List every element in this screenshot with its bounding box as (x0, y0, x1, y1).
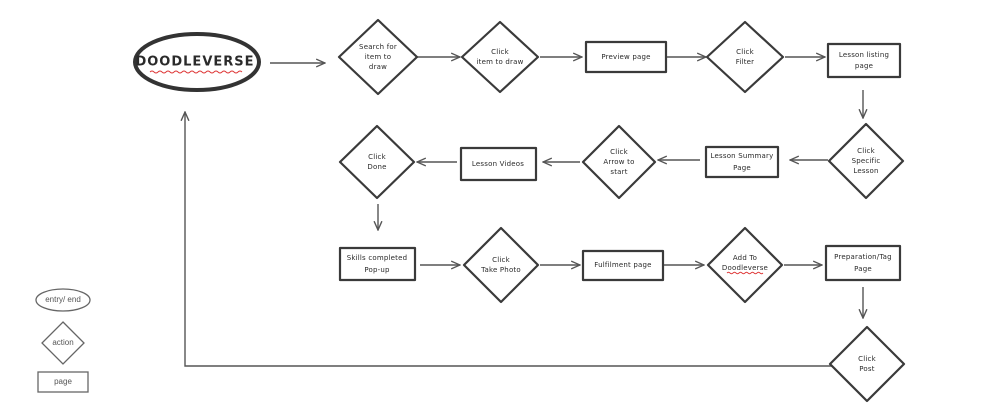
legend-action: action (41, 321, 85, 365)
svg-text:Done: Done (367, 163, 386, 171)
node-label: Lesson (853, 167, 878, 175)
node-click-arrow-to-start: Click Arrow to start (581, 124, 657, 200)
svg-text:Click: Click (857, 147, 875, 155)
node-label: Page (854, 265, 872, 273)
node-label: Click (368, 153, 386, 161)
node-search-for-item: Search for item to draw (337, 18, 419, 96)
node-click-take-photo: Click Take Photo (462, 226, 540, 304)
svg-text:Page: Page (733, 164, 751, 172)
node-label: Lesson Summary (711, 152, 774, 160)
svg-text:Doodleverse: Doodleverse (722, 264, 768, 272)
node-label: Click (610, 148, 628, 156)
node-add-to-doodleverse: Add To Doodleverse (706, 226, 784, 304)
svg-text:Search for: Search for (359, 43, 397, 51)
node-lesson-summary-page: Lesson Summary Page (704, 145, 780, 179)
node-label: Preparation/Tag (834, 253, 892, 261)
start-node: DOODLEVERSE (133, 32, 261, 92)
svg-text:Preparation/Tag: Preparation/Tag (834, 253, 892, 261)
legend-entry-label: entry/ end (45, 295, 81, 304)
node-label: Skills completed (347, 254, 408, 262)
node-label: Done (367, 163, 386, 171)
node-preparation-tag-page: Preparation/Tag Page (824, 244, 902, 282)
node-label: Click (492, 256, 510, 264)
legend-page: page (37, 371, 89, 393)
svg-text:Lesson: Lesson (853, 167, 878, 175)
start-label: DOODLEVERSE (135, 55, 254, 70)
svg-text:Click: Click (492, 256, 510, 264)
node-label: Fulfilment page (594, 261, 651, 269)
node-label: Preview page (601, 53, 650, 61)
svg-text:Take Photo: Take Photo (480, 266, 521, 274)
svg-text:Lesson Videos: Lesson Videos (472, 160, 524, 168)
node-label: Arrow to (603, 158, 634, 166)
node-lesson-videos: Lesson Videos (459, 146, 538, 182)
node-label: Click (858, 355, 876, 363)
svg-text:Skills completed: Skills completed (347, 254, 408, 262)
svg-text:Pop-up: Pop-up (364, 266, 390, 274)
svg-text:Arrow to: Arrow to (603, 158, 634, 166)
legend: entry/ end action page (35, 288, 91, 393)
edge-post-start (185, 112, 833, 367)
svg-text:Filter: Filter (736, 58, 755, 66)
node-label: Click (736, 48, 754, 56)
legend-action-label: action (52, 338, 73, 347)
legend-entry-end: entry/ end (35, 288, 91, 312)
svg-text:item to draw: item to draw (476, 58, 523, 66)
node-click-done: Click Done (338, 124, 416, 200)
svg-text:Add To: Add To (733, 254, 757, 262)
node-label: draw (369, 63, 387, 71)
node-label: item to (365, 53, 391, 61)
svg-text:Lesson listing: Lesson listing (839, 51, 889, 59)
svg-text:page: page (855, 62, 873, 70)
svg-text:Click: Click (736, 48, 754, 56)
spellcheck-underline (149, 70, 243, 74)
legend-page-label: page (54, 377, 72, 386)
svg-text:start: start (610, 168, 627, 176)
node-label: start (610, 168, 627, 176)
svg-text:Click: Click (610, 148, 628, 156)
spellcheck-underline (726, 271, 764, 275)
node-click-item-to-draw: Click item to draw (460, 20, 540, 94)
node-click-post: Click Post (828, 325, 906, 403)
node-preview-page: Preview page (584, 40, 668, 74)
node-lesson-listing-page: Lesson listing page (826, 42, 902, 79)
node-label: Post (859, 365, 875, 373)
svg-text:Post: Post (859, 365, 875, 373)
node-label: Add To (733, 254, 757, 262)
node-skills-completed-popup: Skills completed Pop-up (338, 246, 417, 282)
node-label: Page (733, 164, 751, 172)
svg-text:draw: draw (369, 63, 387, 71)
node-label: Specific (852, 157, 881, 165)
svg-text:Click: Click (858, 355, 876, 363)
node-label: Click (491, 48, 509, 56)
node-label: Lesson listing (839, 51, 889, 59)
node-label: item to draw (476, 58, 523, 66)
node-label: Lesson Videos (472, 160, 524, 168)
node-label: page (855, 62, 873, 70)
node-label: Filter (736, 58, 755, 66)
node-label: Take Photo (480, 266, 521, 274)
node-fulfilment-page: Fulfilment page (581, 249, 665, 282)
svg-text:Specific: Specific (852, 157, 881, 165)
svg-text:Lesson Summary: Lesson Summary (711, 152, 774, 160)
edges (185, 57, 863, 367)
node-label: Search for (359, 43, 397, 51)
node-label: Doodleverse (722, 264, 768, 272)
node-label: Pop-up (364, 266, 390, 274)
svg-text:item to: item to (365, 53, 391, 61)
svg-text:Page: Page (854, 265, 872, 273)
node-click-specific-lesson: Click Specific Lesson (827, 122, 905, 200)
node-label: Click (857, 147, 875, 155)
svg-text:Click: Click (491, 48, 509, 56)
svg-text:Preview page: Preview page (601, 53, 650, 61)
node-click-filter: Click Filter (705, 20, 785, 94)
svg-text:Click: Click (368, 153, 386, 161)
svg-text:Fulfilment page: Fulfilment page (594, 261, 651, 269)
